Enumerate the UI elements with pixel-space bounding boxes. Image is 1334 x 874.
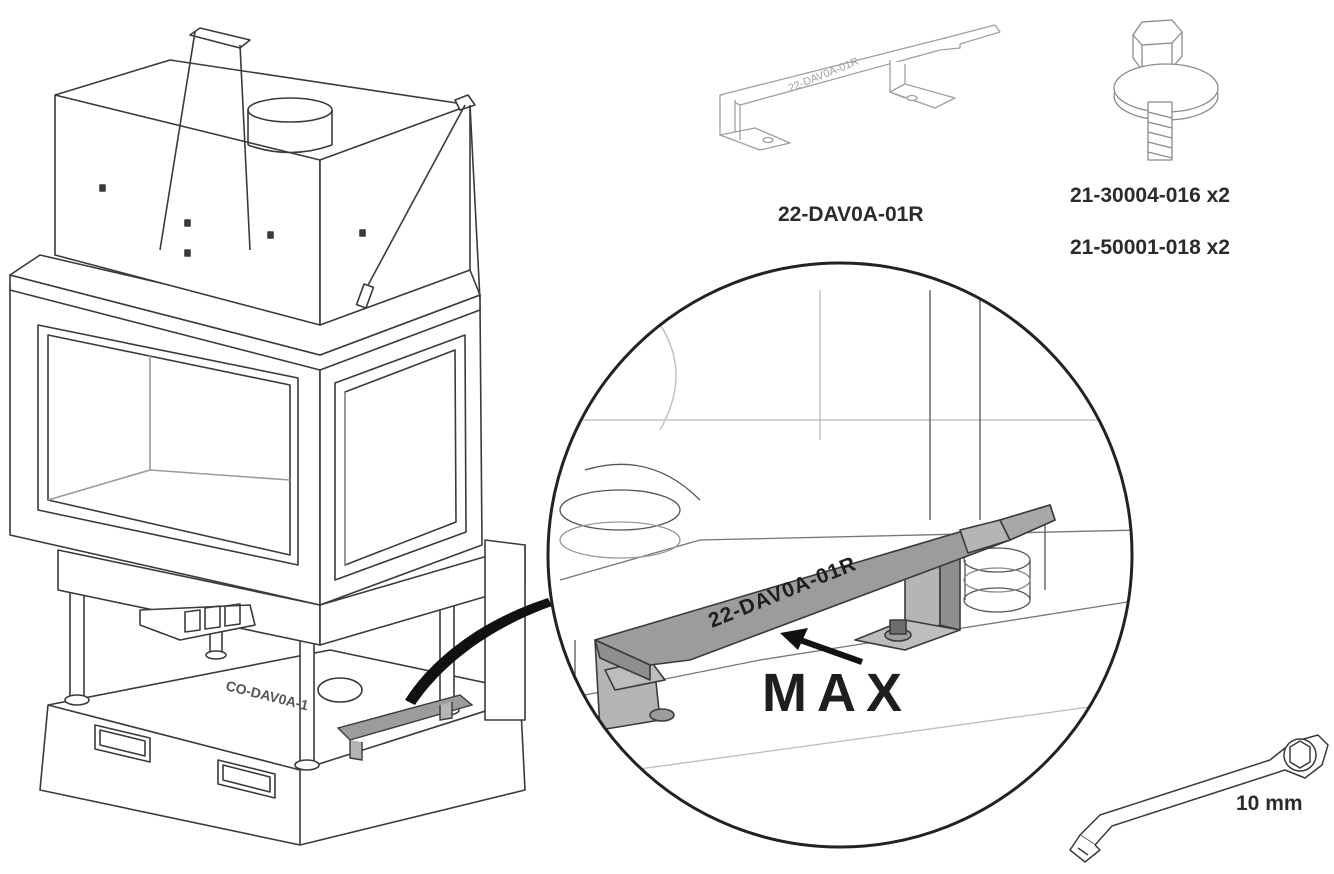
bolt-icon (1113, 19, 1219, 161)
stove-illustration (9, 27, 526, 846)
washer-part-label: 21-50001-018 x2 (1070, 236, 1230, 259)
bracket-icon (719, 24, 1001, 151)
wrench-icon (1069, 734, 1329, 863)
pedestal-base (39, 649, 526, 846)
bolt-part-label: 21-30004-016 x2 (1070, 184, 1230, 207)
pedestal-handle-left (94, 724, 151, 763)
pedestal-handle-right (217, 759, 276, 799)
max-label: MAX (762, 663, 912, 723)
bracket-part-label: 22-DAV0A-01R (778, 203, 924, 226)
zoom-detail: 22-DAV0A-01R (546, 261, 1134, 849)
stove-small-bracket (336, 694, 474, 761)
zoom-connector (405, 598, 552, 705)
flue-collar (247, 97, 333, 123)
leg-front-left (69, 589, 85, 701)
max-arrow (780, 628, 864, 665)
wrench-size-label: 10 mm (1236, 792, 1303, 815)
